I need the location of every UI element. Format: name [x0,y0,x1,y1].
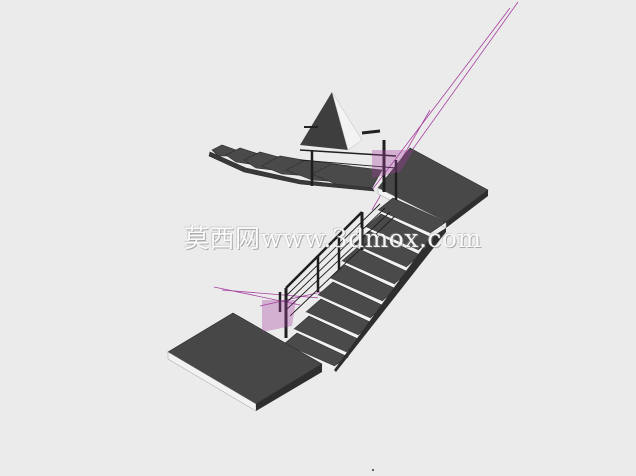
origin-marker [372,469,374,471]
lower-landing [167,312,323,412]
main-flight [283,197,447,372]
handrail [278,140,398,338]
upper-prism [300,91,381,151]
upper-flight [208,144,383,192]
accent-overlay [262,150,414,332]
